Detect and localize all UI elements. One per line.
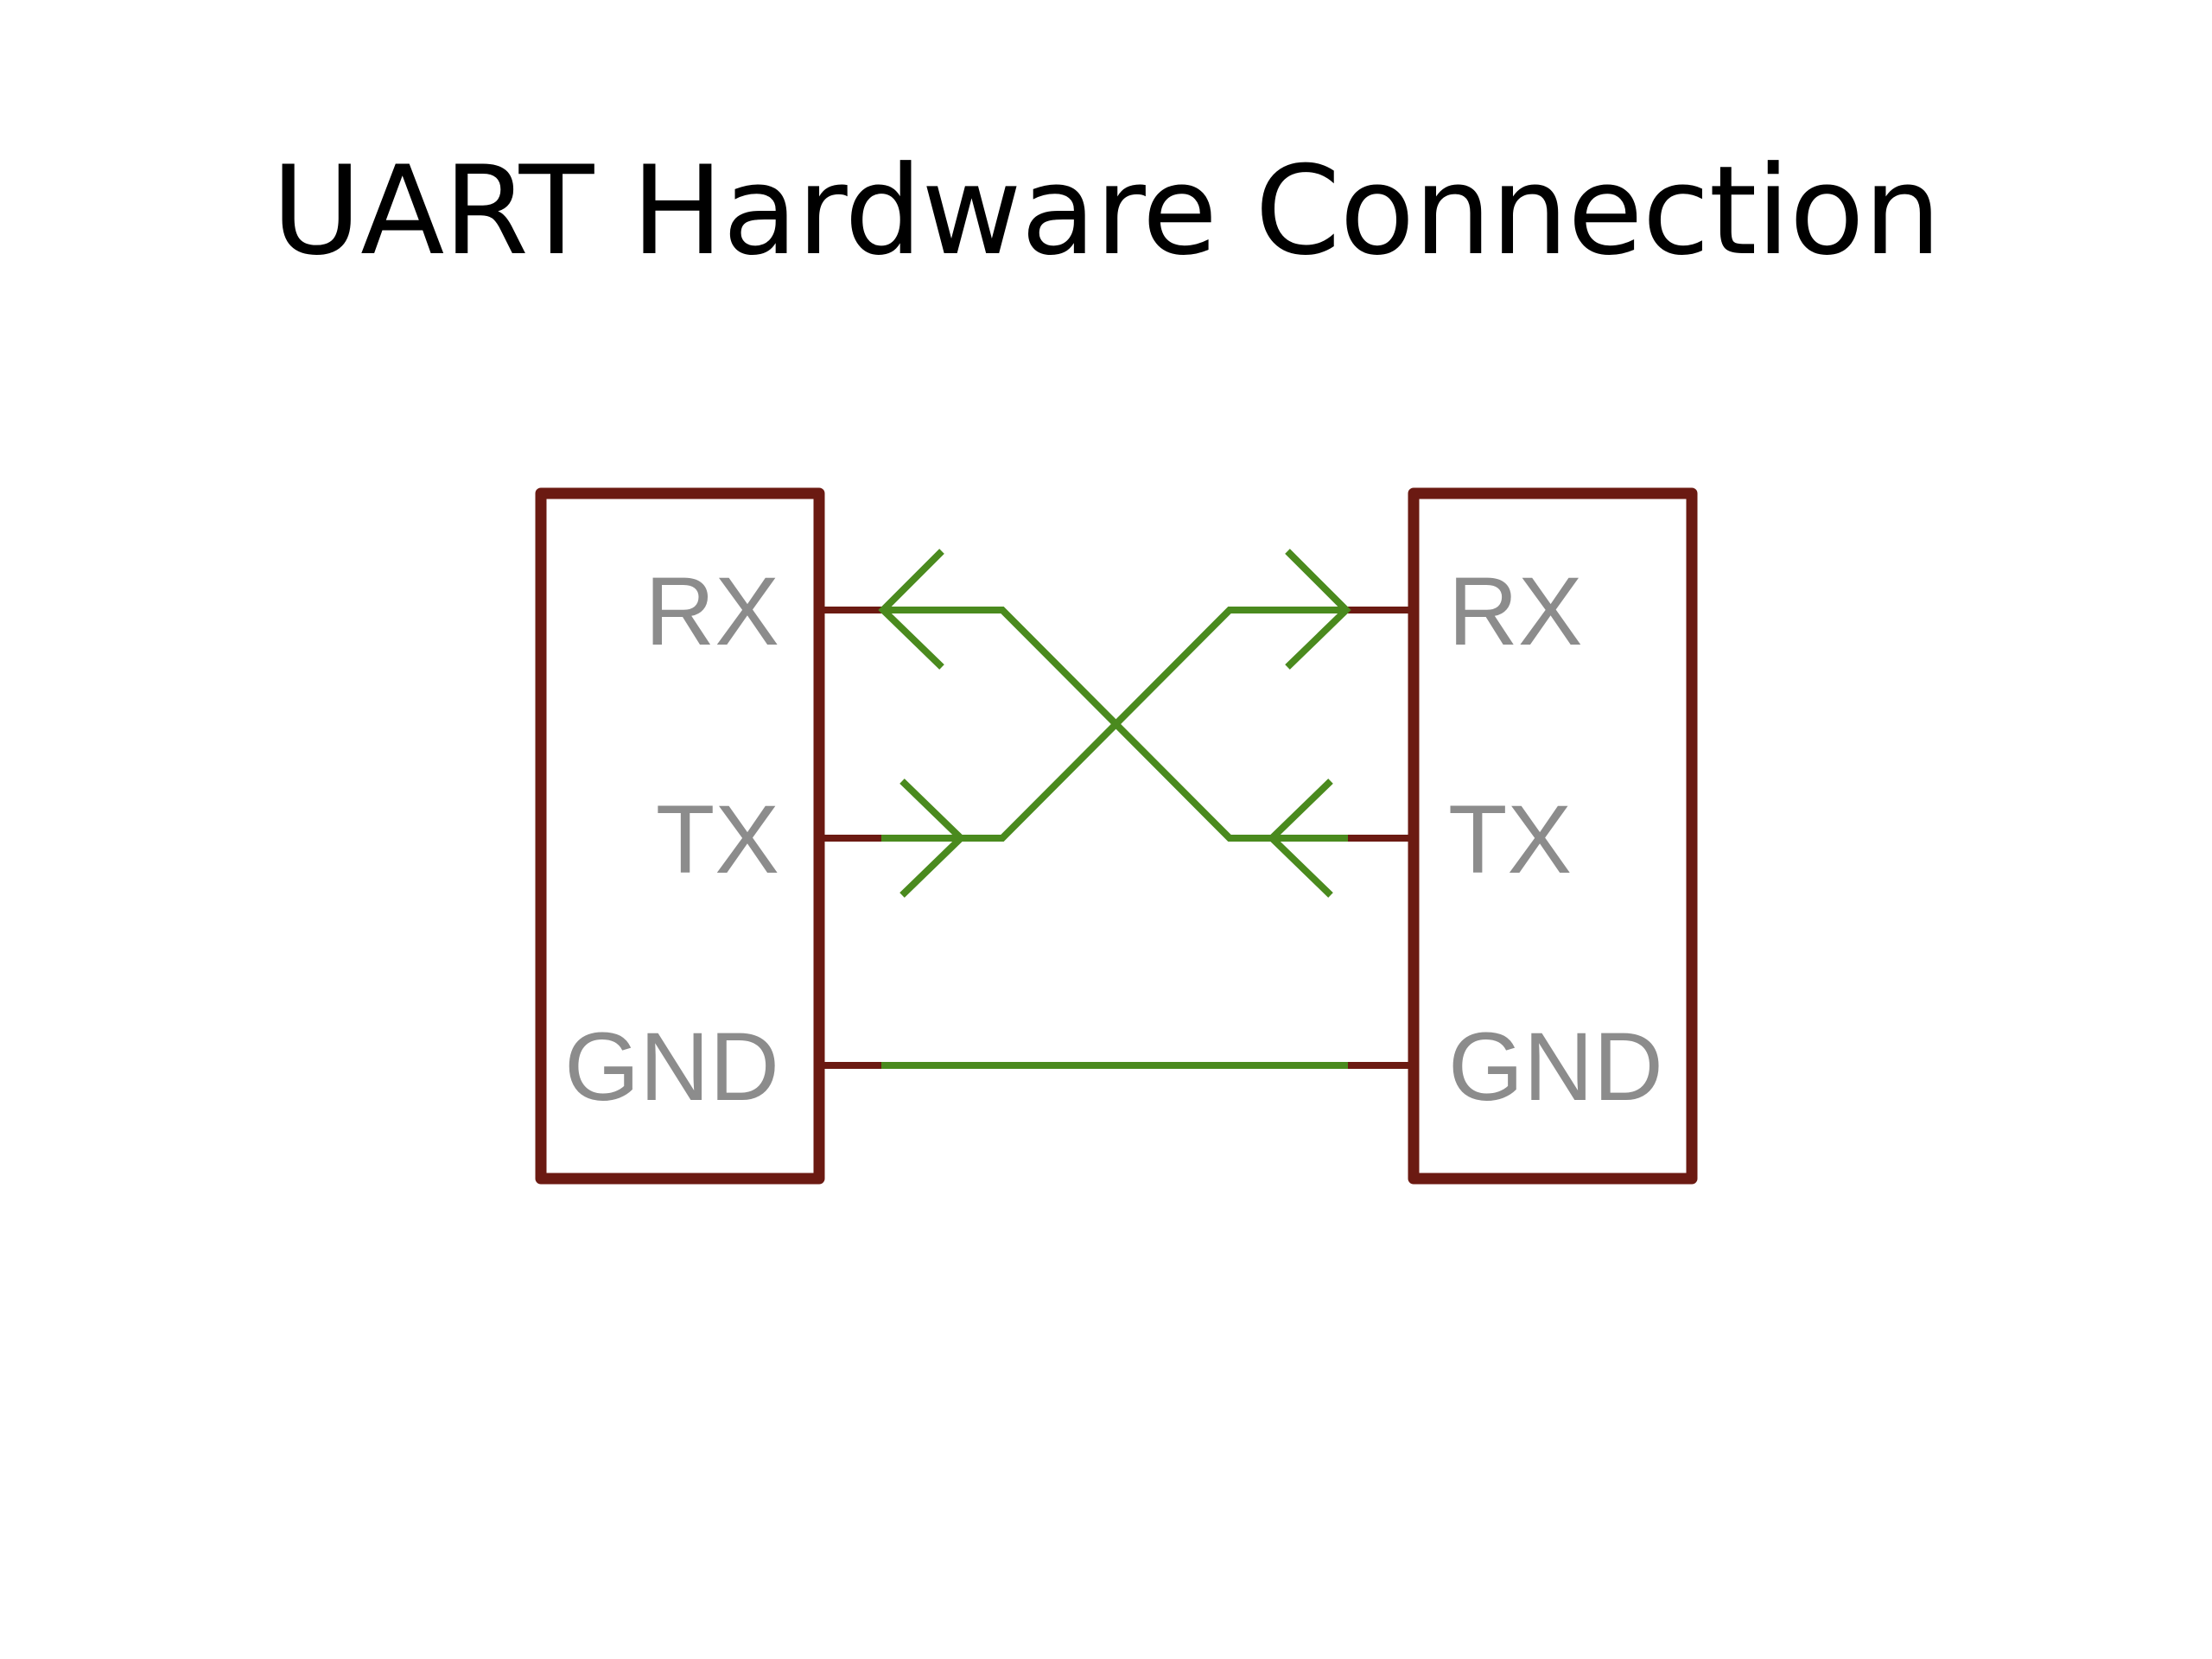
left-pin-rx-label: RX xyxy=(645,557,779,665)
arrow-right-tx-icon xyxy=(1267,779,1333,898)
right-pin-rx-label: RX xyxy=(1448,557,1583,665)
arrow-left-tx-icon xyxy=(899,779,966,898)
left-pin-gnd-label: GND xyxy=(564,1013,779,1121)
page-title: UART Hardware Connection xyxy=(271,140,1941,283)
left-pin-tx-label: TX xyxy=(656,785,779,893)
arrow-right-rx-icon xyxy=(1285,549,1351,670)
right-pin-tx-label: TX xyxy=(1448,785,1572,893)
arrow-left-rx-icon xyxy=(878,549,944,670)
wire-left-tx-to-right-rx xyxy=(881,607,1348,842)
right-pin-gnd-label: GND xyxy=(1448,1013,1663,1121)
